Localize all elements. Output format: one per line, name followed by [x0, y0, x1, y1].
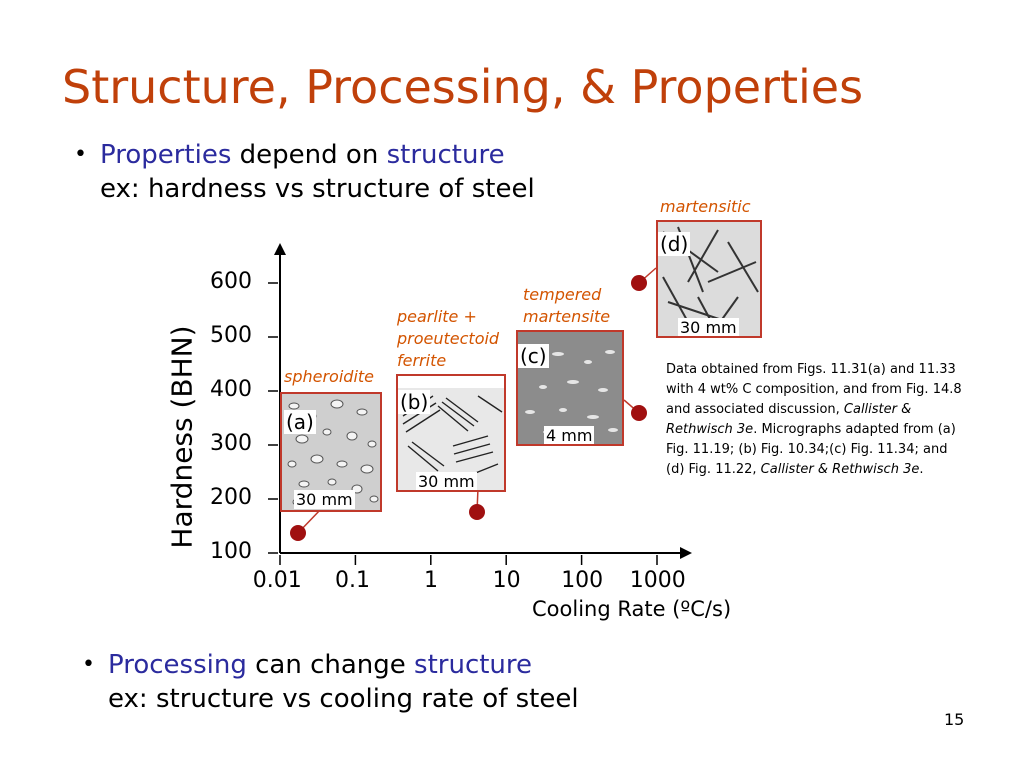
source-note-text: Data obtained from Figs. 11.31(a) and 11…: [666, 362, 962, 417]
caption-line: proeutectoid: [397, 329, 500, 348]
caption-tempered-martensite: tempered martensite: [523, 284, 610, 328]
data-point: [290, 525, 306, 541]
y-tick-label: 500: [210, 323, 252, 348]
chart-markers: [290, 267, 657, 541]
source-note-text: .: [919, 462, 924, 477]
keyword-processing: Processing: [108, 650, 247, 680]
bullet-example: ex: hardness vs structure of steel: [100, 174, 535, 204]
data-point: [631, 275, 647, 291]
y-tick-label: 400: [210, 377, 252, 402]
y-tick-label: 200: [210, 485, 252, 510]
bullet-example: ex: structure vs cooling rate of steel: [108, 684, 579, 714]
page-number: 15: [944, 710, 965, 729]
micrograph-c: (c) 4 mm: [516, 330, 624, 446]
bullet-dot: •: [74, 142, 87, 167]
x-tick-label: 1000: [629, 568, 686, 593]
keyword-properties: Properties: [100, 140, 232, 170]
x-tick-label: 0.1: [335, 568, 370, 593]
bullet-properties: • Properties depend on structure ex: har…: [74, 138, 535, 206]
micrograph-d-texture: [658, 222, 760, 336]
scale-bar-c: 4 mm: [544, 426, 595, 445]
y-tick-label: 300: [210, 431, 252, 456]
slide-title: Structure, Processing, & Properties: [62, 60, 864, 114]
x-tick-label: 1: [424, 568, 438, 593]
bullet-text: can change: [246, 650, 415, 680]
y-tick-label: 100: [210, 539, 252, 564]
y-axis-arrow: [274, 243, 286, 255]
data-point: [469, 504, 485, 520]
micrograph-label-c: (c): [518, 344, 549, 368]
y-axis-label: Hardness (BHN): [165, 325, 199, 549]
micrograph-a: (a) 30 mm: [280, 392, 382, 512]
caption-line: ferrite: [397, 351, 447, 370]
x-tick-label: 10: [492, 568, 521, 593]
caption-martensitic: martensitic: [660, 197, 751, 216]
bullet-dot: •: [82, 652, 95, 677]
source-reference: Callister & Rethwisch 3e: [666, 402, 912, 437]
micrograph-label-b: (b): [398, 390, 431, 414]
keyword-structure: structure: [386, 140, 505, 170]
y-tick-label: 600: [210, 269, 252, 294]
x-axis-label: Cooling Rate (ºC/s): [532, 597, 732, 621]
scale-bar-a: 30 mm: [294, 490, 355, 509]
data-point: [631, 405, 647, 421]
x-tick-label: 0.01: [252, 568, 302, 593]
bullet-text: depend on: [231, 140, 387, 170]
caption-pearlite: pearlite + proeutectoid ferrite: [397, 306, 499, 372]
source-note: Data obtained from Figs. 11.31(a) and 11…: [666, 360, 966, 480]
scale-bar-d: 30 mm: [678, 318, 739, 337]
x-tick-label: 100: [561, 568, 604, 593]
keyword-structure: structure: [414, 650, 533, 680]
micrograph-label-d: (d): [658, 232, 691, 256]
micrograph-b-texture: [398, 376, 504, 490]
x-axis-arrow: [680, 547, 692, 559]
micrograph-b: (b) 30 mm: [396, 374, 506, 492]
source-note-text: . Micrographs adapted from (a) Fig. 11.1…: [666, 422, 956, 477]
scale-bar-b: 30 mm: [416, 472, 477, 491]
caption-spheroidite: spheroidite: [284, 367, 375, 386]
caption-line: martensite: [523, 307, 611, 326]
caption-line: pearlite +: [397, 307, 477, 326]
micrograph-label-a: (a): [284, 410, 316, 434]
caption-line: tempered: [523, 285, 602, 304]
micrograph-d: (d) 30 mm: [656, 220, 762, 338]
bullet-processing: • Processing can change structure ex: st…: [82, 648, 579, 716]
source-reference: Callister & Rethwisch 3e: [760, 462, 920, 477]
